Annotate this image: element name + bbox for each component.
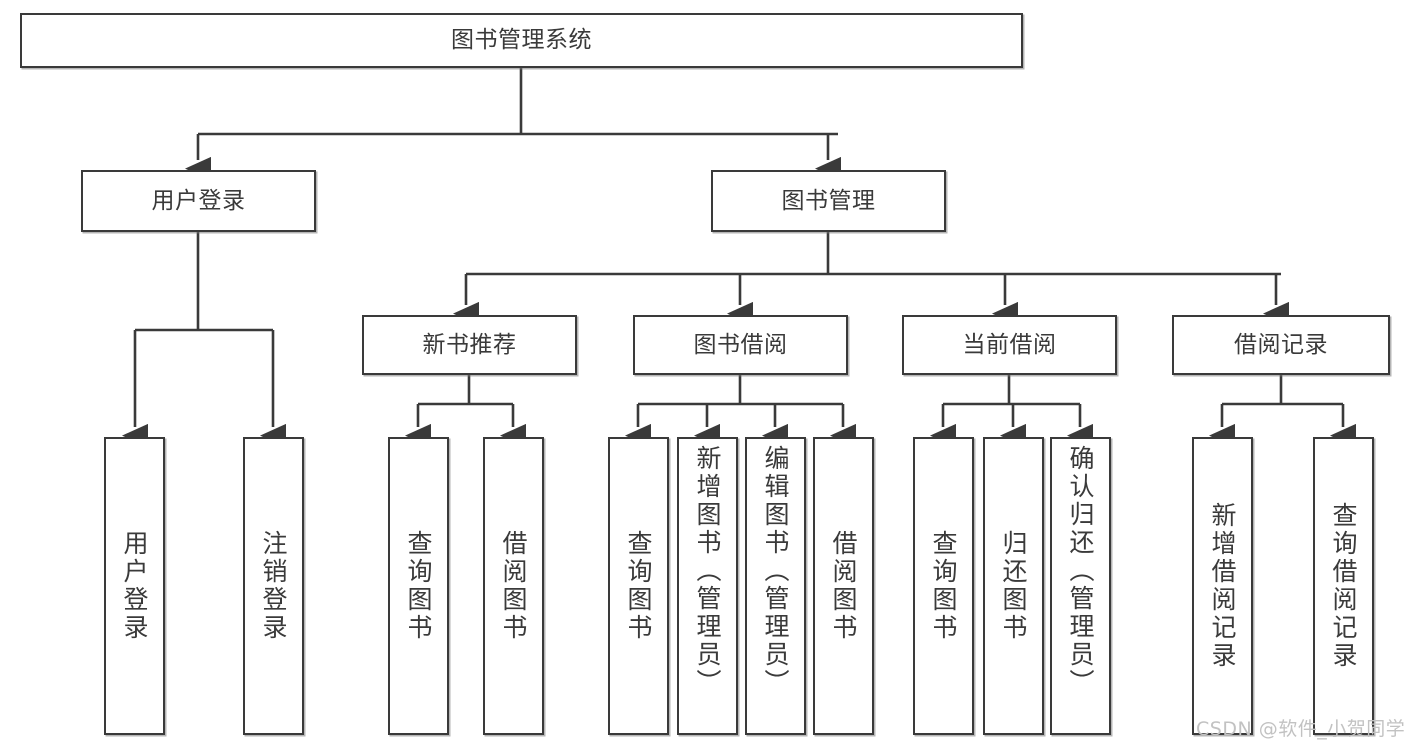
node-label: 用户登录 [151,187,246,214]
node-borrowing-records[interactable]: 借阅记录 [1172,315,1390,375]
node-root-book-management-system[interactable]: 图书管理系统 [20,13,1023,68]
csdn-watermark: CSDN @软件_小贺同学 [1196,718,1405,740]
node-label: 图书借阅 [693,331,788,358]
leaf-confirm-return-admin[interactable]: 确认归还（管理员） [1050,437,1111,735]
leaf-query-borrow-record[interactable]: 查询借阅记录 [1313,437,1374,735]
node-label: 借阅记录 [1234,331,1328,358]
leaf-add-book-admin[interactable]: 新增图书（管理员） [677,437,738,735]
node-label: 图书管理系统 [451,27,592,54]
leaf-borrow-books-newbook[interactable]: 借阅图书 [483,437,544,735]
node-label: 编辑图书（管理员） [761,445,790,697]
node-label: 当前借阅 [962,331,1057,358]
node-label: 确认归还（管理员） [1066,445,1095,697]
leaf-query-books-borrow[interactable]: 查询图书 [608,437,669,735]
node-label: 归还图书 [999,530,1028,642]
node-label: 图书管理 [781,187,876,214]
node-label: 注销登录 [259,530,288,642]
node-user-login[interactable]: 用户登录 [81,170,316,232]
node-label: 借阅图书 [829,530,858,642]
node-label: 借阅图书 [499,530,528,642]
node-label: 新增借阅记录 [1208,502,1237,670]
node-new-book-recommendation[interactable]: 新书推荐 [362,315,577,375]
leaf-query-books-current[interactable]: 查询图书 [913,437,974,735]
leaf-user-login[interactable]: 用户登录 [104,437,165,735]
node-label: 新增图书（管理员） [693,445,722,697]
leaf-query-books-newbook[interactable]: 查询图书 [388,437,449,735]
leaf-logout[interactable]: 注销登录 [243,437,304,735]
leaf-add-borrow-record[interactable]: 新增借阅记录 [1192,437,1253,735]
node-label: 查询图书 [624,530,653,642]
node-label: 新书推荐 [422,331,517,358]
leaf-borrow-books[interactable]: 借阅图书 [813,437,874,735]
node-label: 查询图书 [929,530,958,642]
node-book-borrowing[interactable]: 图书借阅 [633,315,848,375]
leaf-edit-book-admin[interactable]: 编辑图书（管理员） [745,437,806,735]
node-book-management[interactable]: 图书管理 [711,170,946,232]
leaf-return-books[interactable]: 归还图书 [983,437,1044,735]
node-label: 用户登录 [120,530,149,642]
node-current-borrowing[interactable]: 当前借阅 [902,315,1117,375]
node-label: 查询借阅记录 [1329,502,1358,670]
node-label: 查询图书 [404,530,433,642]
